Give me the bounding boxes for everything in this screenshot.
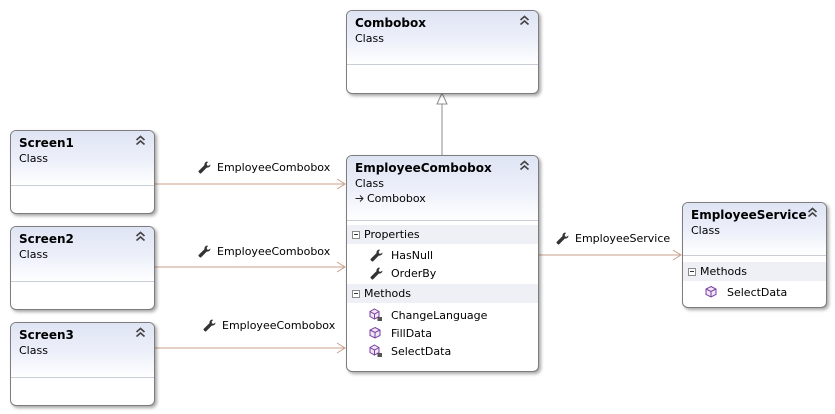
double-chevron-up-icon[interactable] <box>135 327 146 338</box>
screen3-association-label[interactable]: EmployeeCombobox <box>203 319 335 332</box>
class-header: Screen2 Class <box>11 227 154 281</box>
class-box-combobox[interactable]: Combobox Class <box>346 10 539 94</box>
double-chevron-up-icon[interactable] <box>519 160 530 171</box>
screen2-association-label[interactable]: EmployeeCombobox <box>198 245 330 258</box>
class-kind: Class <box>19 344 48 357</box>
class-body-divider <box>11 185 154 186</box>
class-body-divider <box>683 255 826 256</box>
methods-section-header[interactable]: Methods <box>347 284 538 303</box>
method-item[interactable]: FillData <box>347 324 538 342</box>
method-name: ChangeLanguage <box>391 308 488 322</box>
association-name: EmployeeCombobox <box>217 245 331 258</box>
association-name: EmployeeCombobox <box>222 319 336 332</box>
collapse-minus-icon[interactable] <box>352 230 360 239</box>
protected-method-icon <box>369 308 382 321</box>
method-item[interactable]: ChangeLanguage <box>347 306 538 324</box>
class-box-employee-service[interactable]: EmployeeService Class Methods SelectData <box>682 202 827 308</box>
double-chevron-up-icon[interactable] <box>135 135 146 146</box>
class-name: Screen1 <box>19 136 74 150</box>
inheritance-arrowhead <box>436 91 448 105</box>
method-cube-icon <box>705 285 717 298</box>
section-label: Properties <box>364 228 420 241</box>
method-item[interactable]: SelectData <box>347 342 538 360</box>
double-chevron-up-icon[interactable] <box>135 231 146 242</box>
class-header: Screen3 Class <box>11 323 154 377</box>
class-box-screen3[interactable]: Screen3 Class <box>10 322 155 406</box>
class-name: Screen2 <box>19 232 74 246</box>
method-name: SelectData <box>727 285 788 299</box>
association-name: EmployeeService <box>575 232 671 245</box>
class-header: Screen1 Class <box>11 131 154 185</box>
protected-method-icon <box>369 344 382 357</box>
class-name: Combobox <box>355 16 426 30</box>
properties-section-header[interactable]: Properties <box>347 225 538 244</box>
property-name: OrderBy <box>391 266 437 280</box>
class-kind: Class <box>355 32 384 45</box>
class-body-divider <box>347 220 538 221</box>
method-name: SelectData <box>391 344 452 358</box>
double-chevron-up-icon[interactable] <box>519 15 530 26</box>
method-name: FillData <box>391 326 432 340</box>
method-cube-icon <box>369 326 381 339</box>
property-name: HasNull <box>391 248 434 262</box>
wrench-icon <box>198 245 211 258</box>
class-header: EmployeeService Class <box>683 203 826 255</box>
class-kind: Class <box>19 248 48 261</box>
property-item[interactable]: OrderBy <box>347 264 538 282</box>
class-header: Combobox Class <box>347 11 538 64</box>
base-class-name: Combobox <box>367 192 426 205</box>
screen2-association-arrow <box>336 261 346 273</box>
class-kind: Class <box>19 152 48 165</box>
class-name: Screen3 <box>19 328 74 342</box>
wrench-icon <box>370 266 383 279</box>
section-label: Methods <box>364 287 411 300</box>
service-association-label[interactable]: EmployeeService <box>556 232 670 245</box>
screen1-association-arrow <box>336 178 346 190</box>
class-box-screen2[interactable]: Screen2 Class <box>10 226 155 310</box>
screen1-association-label[interactable]: EmployeeCombobox <box>198 161 330 174</box>
methods-section-header[interactable]: Methods <box>683 262 826 281</box>
class-header: EmployeeCombobox Class Combobox <box>347 156 538 220</box>
class-kind: Class <box>355 177 384 190</box>
collapse-minus-icon[interactable] <box>688 267 696 276</box>
class-kind: Class <box>691 224 720 237</box>
class-name: EmployeeCombobox <box>355 161 492 175</box>
association-name: EmployeeCombobox <box>217 161 331 174</box>
wrench-icon <box>556 232 569 245</box>
class-body-divider <box>11 377 154 378</box>
method-item[interactable]: SelectData <box>683 283 826 301</box>
double-chevron-up-icon[interactable] <box>807 207 818 218</box>
property-item[interactable]: HasNull <box>347 246 538 264</box>
class-name: EmployeeService <box>691 208 807 222</box>
arrow-right-icon <box>355 195 364 202</box>
collapse-minus-icon[interactable] <box>352 289 360 298</box>
base-class-reference[interactable]: Combobox <box>355 191 530 206</box>
class-box-screen1[interactable]: Screen1 Class <box>10 130 155 214</box>
wrench-icon <box>370 248 383 261</box>
service-association-arrow <box>672 249 682 261</box>
wrench-icon <box>198 161 211 174</box>
section-label: Methods <box>700 265 747 278</box>
class-body-divider <box>347 64 538 65</box>
screen3-association-arrow <box>336 342 346 354</box>
wrench-icon <box>203 319 216 332</box>
class-body-divider <box>11 281 154 282</box>
class-box-employee-combobox[interactable]: EmployeeCombobox Class Combobox Properti… <box>346 155 539 372</box>
